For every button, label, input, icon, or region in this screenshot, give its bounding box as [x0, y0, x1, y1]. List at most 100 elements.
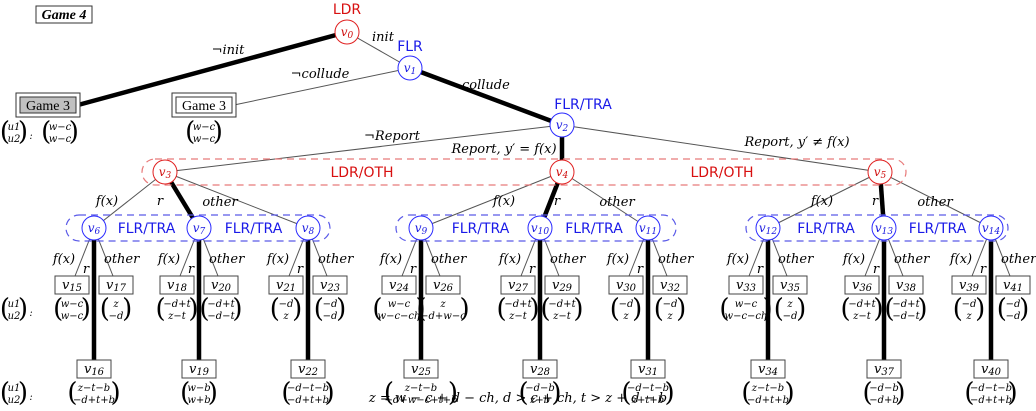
leaf-box [159, 275, 195, 295]
node-circle [549, 112, 575, 138]
action-other: other [1001, 252, 1036, 267]
right-paren: ) [18, 378, 28, 408]
decision-node-v12: v12 [755, 215, 781, 241]
decision-node-v10: v10 [527, 215, 553, 241]
left-paren: ( [774, 294, 784, 324]
node-label: v1 [404, 61, 417, 77]
payoff-v36: ()−d+tz−t [841, 294, 884, 324]
action-level2-r: r [157, 194, 164, 209]
decision-node-v3: v3 [152, 159, 178, 185]
right-paren: ) [785, 378, 795, 408]
payoff-u1: −d [1006, 299, 1021, 310]
payoff-v28: ()−d−bz+b [519, 378, 562, 408]
action-r: r [410, 262, 417, 277]
terminal-node-v38: v38 [888, 275, 924, 295]
edge-level2-other [561, 171, 649, 229]
terminal-node-v39: v39 [951, 275, 987, 295]
action-r: r [297, 262, 304, 277]
payoff-u1: −d+t [892, 299, 920, 310]
title-box: Game 4 [35, 5, 93, 24]
u2-label: u2 [8, 134, 21, 145]
right-paren: ) [1019, 294, 1029, 324]
action-not-collude: ¬collude [291, 67, 350, 82]
payoff-v22: ()−d−t−b−d+t+b [281, 378, 334, 408]
left-paren: ( [654, 294, 664, 324]
action-other: other [778, 252, 814, 267]
leaf-label: v35 [780, 278, 800, 294]
decision-node-v11: v11 [635, 215, 661, 241]
right-paren: ) [336, 294, 346, 324]
action-other: other [550, 252, 586, 267]
payoff-u1: w−c [61, 299, 84, 310]
action-fx: f(x) [842, 252, 865, 267]
payoff-u1: −d+t [548, 299, 576, 310]
leaf-box [425, 275, 461, 295]
right-paren: ) [676, 294, 686, 324]
payoff-u1: −d [279, 299, 294, 310]
node-circle [408, 215, 434, 241]
action-other: other [209, 252, 245, 267]
follower-info-set-1 [65, 214, 331, 242]
u2-label: u2 [8, 395, 21, 406]
terminal-node-v22: v22 [290, 359, 326, 379]
player-label-v1: FLR [397, 39, 423, 55]
game3-label: Game 3 [182, 99, 226, 114]
payoff-u2: z+t+b [631, 395, 664, 406]
action-other: other [318, 252, 354, 267]
decision-node-v13: v13 [871, 215, 897, 241]
follower-info-set-3 [745, 214, 1009, 242]
payoff-u2: z−t [852, 311, 872, 322]
decision-node-v5: v5 [867, 159, 893, 185]
payoff-u2: −d−t [892, 311, 920, 322]
left-paren: ( [719, 294, 729, 324]
edge-level2-f(x) [767, 171, 881, 229]
right-paren: ) [917, 294, 927, 324]
left-paren: ( [156, 294, 166, 324]
colon: : [29, 131, 32, 142]
leaf-label: v31 [638, 362, 658, 378]
payoff-v31: ()−d−t−bz+t+b [621, 378, 674, 408]
node-label: v8 [302, 221, 315, 237]
left-paren: ( [610, 294, 620, 324]
game3-inner-box [175, 96, 233, 114]
decision-node-v4: v4 [549, 159, 575, 185]
left-paren: ( [497, 294, 507, 324]
payoff-v35: ()z−d [774, 294, 807, 324]
payoff-u1: w−c [193, 122, 216, 133]
action-level2-r: r [554, 194, 561, 209]
payoff-v37: ()−d−b−d+b [863, 378, 906, 408]
left-paren: ( [0, 378, 10, 408]
left-paren: ( [741, 378, 751, 408]
left-paren: ( [885, 294, 895, 324]
edge-level2-other [164, 171, 309, 229]
edge-not-init [77, 29, 348, 108]
terminal-node-v29: v29 [544, 275, 580, 295]
node-label: v3 [159, 165, 172, 181]
leaf-label: v15 [62, 278, 82, 294]
terminal-node-v28: v28 [522, 359, 558, 379]
follower-info-label: FLR/TRA [565, 221, 623, 237]
payoff-u2: −d+t+b [73, 395, 115, 406]
leaf-label: v38 [896, 278, 916, 294]
payoff-u2: z−t [508, 311, 528, 322]
leaf-label: v18 [167, 278, 187, 294]
payoff-u1: z [786, 299, 793, 310]
leaf-box [290, 359, 326, 379]
leaf-label: v34 [758, 362, 778, 378]
leaf-label: v33 [736, 278, 756, 294]
right-paren: ) [18, 294, 28, 324]
decision-node-v8: v8 [295, 215, 321, 241]
left-paren: ( [200, 294, 210, 324]
payoff-v41: ()−d−d [997, 294, 1030, 324]
payoff-v20: ()−d+t−d−t [200, 294, 243, 324]
payoff-u1: −d−t−b [627, 383, 669, 394]
action-r: r [980, 262, 987, 277]
payoff-u2: −d+b [869, 395, 899, 406]
edge-not-report [164, 124, 563, 173]
payoff-v19: ()w−bw+b [180, 378, 218, 408]
right-paren: ) [551, 378, 561, 408]
decision-node-v6: v6 [81, 215, 107, 241]
leaf-box [500, 275, 536, 295]
payoff-v29: ()−d+tz−t [541, 294, 584, 324]
